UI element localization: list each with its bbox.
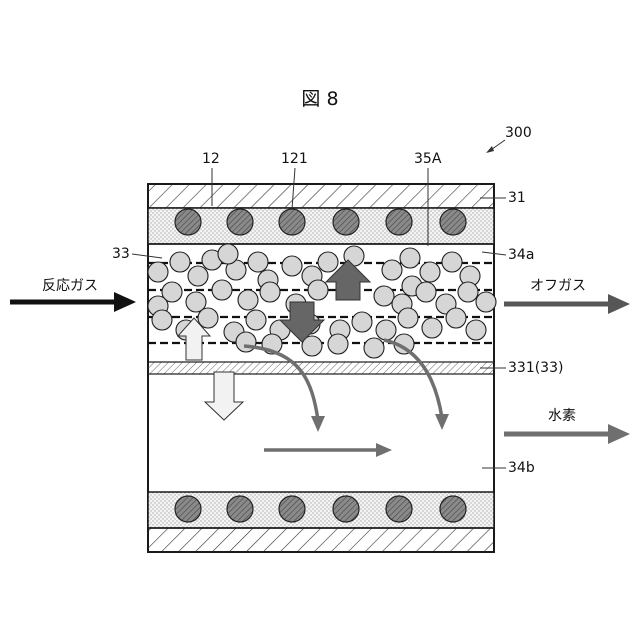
inlet-arrow-head xyxy=(114,292,136,312)
catalyst-particle xyxy=(152,310,172,330)
down-white-arrow xyxy=(205,372,243,420)
membrane xyxy=(148,362,494,374)
label-35A: 35A xyxy=(414,151,442,167)
catalyst-particle xyxy=(376,320,396,340)
catalyst-particle xyxy=(400,248,420,268)
catalyst-particle xyxy=(364,338,384,358)
hydrogen-label: 水素 xyxy=(548,408,576,424)
catalyst-particle xyxy=(148,262,168,282)
tube xyxy=(386,209,412,235)
label-34a: 34a xyxy=(508,247,534,263)
catalyst-particle xyxy=(382,260,402,280)
catalyst-particle xyxy=(458,282,478,302)
reference-number: 300 xyxy=(505,125,532,141)
label-331: 331(33) xyxy=(508,360,563,376)
tube xyxy=(279,496,305,522)
catalyst-particle xyxy=(238,290,258,310)
hydrogen-flow-arrow-inner-head xyxy=(376,443,392,457)
tube xyxy=(440,209,466,235)
figure-title: 図 8 xyxy=(301,88,338,110)
label-121: 121 xyxy=(281,151,308,167)
catalyst-particle xyxy=(260,282,280,302)
catalyst-particle xyxy=(422,318,442,338)
catalyst-particle xyxy=(374,286,394,306)
catalyst-particle xyxy=(188,266,208,286)
label-12: 12 xyxy=(202,151,220,167)
catalyst-particle xyxy=(318,252,338,272)
ref-arrowhead xyxy=(486,146,494,153)
catalyst-particle xyxy=(218,244,238,264)
curved-arrow-head xyxy=(435,414,449,430)
catalyst-particle xyxy=(282,256,302,276)
catalyst-particle xyxy=(248,252,268,272)
catalyst-particle xyxy=(416,282,436,302)
catalyst-particle xyxy=(420,262,440,282)
catalyst-particle xyxy=(328,334,348,354)
catalyst-particle xyxy=(442,252,462,272)
hydrogen-arrow-head xyxy=(608,424,630,444)
tube xyxy=(440,496,466,522)
inlet-label: 反応ガス xyxy=(42,278,98,294)
label-34b: 34b xyxy=(508,460,535,476)
tube xyxy=(386,496,412,522)
catalyst-particle xyxy=(170,252,190,272)
bottom-wall xyxy=(148,528,494,552)
tube xyxy=(333,209,359,235)
catalyst-particle xyxy=(446,308,466,328)
catalyst-particle xyxy=(212,280,232,300)
catalyst-particle xyxy=(236,332,256,352)
top-wall xyxy=(148,184,494,208)
curved-arrow xyxy=(384,340,442,418)
catalyst-particle xyxy=(308,280,328,300)
tube xyxy=(175,496,201,522)
tube xyxy=(227,209,253,235)
catalyst-particle xyxy=(352,312,372,332)
tube xyxy=(227,496,253,522)
offgas-label: オフガス xyxy=(530,278,586,294)
tube xyxy=(333,496,359,522)
label-33: 33 xyxy=(112,246,130,262)
catalyst-particle xyxy=(466,320,486,340)
catalyst-particle xyxy=(476,292,496,312)
label-31: 31 xyxy=(508,190,526,206)
curved-arrow-head xyxy=(311,416,325,432)
tube xyxy=(175,209,201,235)
catalyst-particle xyxy=(198,308,218,328)
catalyst-particle xyxy=(246,310,266,330)
catalyst-particle xyxy=(398,308,418,328)
curved-arrow xyxy=(244,346,318,420)
offgas-arrow-head xyxy=(608,294,630,314)
tube xyxy=(279,209,305,235)
